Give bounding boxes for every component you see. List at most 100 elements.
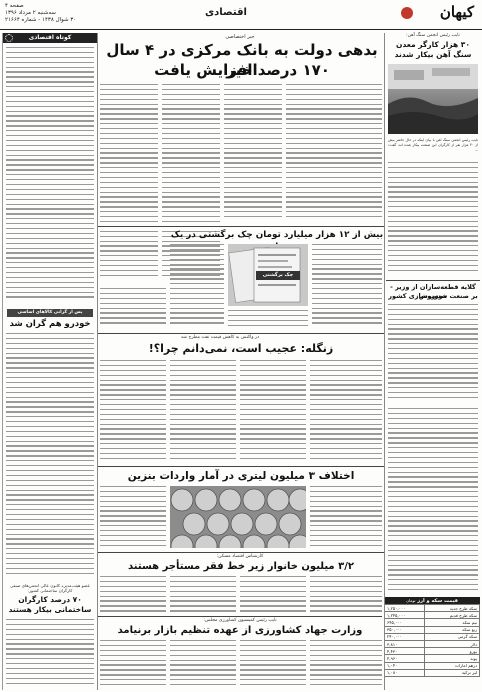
agri-col2 <box>170 640 236 690</box>
price-table-title-bar: قیمت سکه و ارز تومان <box>384 597 480 605</box>
lead-kicker: خبر اختصاصی <box>225 34 255 40</box>
cheque-article-col1 <box>312 244 382 330</box>
section-title: اقتصادی <box>205 7 247 18</box>
agri-col4 <box>310 640 382 690</box>
issue-date: صفحه ۴ سه‌شنبه ۲ مرداد ۱۳۹۶ ۳۰ شوال ۱۴۳۸… <box>5 3 76 24</box>
price-item-name: درهم امارات <box>423 661 481 670</box>
agri-col3 <box>240 640 306 690</box>
price-item-name: یورو <box>423 647 481 656</box>
lead-article-col1 <box>100 84 158 284</box>
masthead-logo: کیهان <box>439 3 474 21</box>
price-item-value: ۱,۲۴۵,۰۰۰ <box>384 611 425 620</box>
zaghnaleh-col2 <box>170 360 236 464</box>
zaghnaleh-kicker: در واکنش به کاهش قیمت نفت مطرح شد <box>180 335 260 340</box>
price-item-value: ۳۵۰,۰۰۰ <box>384 625 425 634</box>
zaghnaleh-top-rule <box>98 333 384 334</box>
issue-number: ۳۰ شوال ۱۴۳۸ - شماره ۲۱۶۶۴ <box>5 17 77 23</box>
agri-headline: وزارت جهاد کشاورزی از عهده تنظیم بازار ب… <box>117 625 363 636</box>
cheque-article-col2 <box>170 244 224 330</box>
left-column: کوتاه اقتصادی پس از گرانی کالاهای اساسی … <box>2 33 97 690</box>
workers-article-text <box>6 619 94 689</box>
zaghnaleh-headline: زنگله: عجیب است، نمی‌دانم چرا؟! <box>148 342 334 355</box>
agri-kicker: نایب رئیس کمیسیون کشاورزی مجلس: <box>203 618 277 623</box>
cheque-article-col3 <box>228 310 308 330</box>
column-rule-right <box>384 33 385 690</box>
lead-article-col1b <box>100 288 166 330</box>
price-table-title: قیمت سکه و ارز <box>417 598 458 604</box>
cars-headline: خودرو هم گران شد <box>9 319 91 329</box>
poverty-col2 <box>170 576 236 614</box>
iron-kicker: نایب رئیس انجمن سنگ آهن: <box>406 33 460 38</box>
logo-badge-icon <box>401 7 413 19</box>
iron-article-text <box>388 162 478 276</box>
oil-barrels-photo <box>170 486 306 548</box>
price-item-value: ۴,۴۳۰ <box>384 647 425 656</box>
parts-subhead: بر صنعت خودروسازی کشور <box>388 292 478 300</box>
cars-kicker-bar: پس از گرانی کالاهای اساسی <box>7 309 93 317</box>
price-item-name: پوند <box>423 654 481 663</box>
issue-date-line: سه‌شنبه ۲ مرداد ۱۳۹۶ <box>5 10 56 16</box>
right-mid-text <box>388 408 478 596</box>
masthead: کیهان اقتصادی صفحه ۴ سه‌شنبه ۲ مرداد ۱۳۹… <box>0 0 482 30</box>
column-rule-left <box>97 33 98 690</box>
agri-col1 <box>100 640 166 690</box>
cheque-top-rule <box>98 226 384 227</box>
short-news-text <box>6 47 94 305</box>
poverty-col4 <box>310 576 382 614</box>
price-item-value: ۱,۰۸۰ <box>384 668 425 677</box>
price-item-value: ۲۴۰,۰۰۰ <box>384 632 425 641</box>
cars-article-text <box>6 333 94 581</box>
price-item-value: ۶۴۵,۰۰۰ <box>384 618 425 627</box>
price-item-name: سکه طرح جدید <box>423 603 481 613</box>
price-table-unit: تومان <box>406 598 416 603</box>
page-number: صفحه ۴ <box>5 3 24 9</box>
poverty-col1 <box>100 576 166 614</box>
poverty-headline: ۳/۲ میلیون خانوار زیر خط فقر مستأجر هستن… <box>128 561 354 572</box>
cheque-photo-caption: چک برگشتی <box>256 271 300 280</box>
price-item-name: ربع سکه <box>423 625 481 634</box>
gasoline-headline: اختلاف ۳ میلیون لیتری در آمار واردات بنز… <box>127 470 355 482</box>
cheque-photo: چک برگشتی <box>228 244 308 306</box>
gasoline-top-rule <box>98 466 384 467</box>
short-news-box-title: کوتاه اقتصادی <box>3 33 97 43</box>
lead-headline-line2: ۱۷۰ درصد افزایش یافت <box>154 61 330 79</box>
gasoline-col1 <box>100 486 166 550</box>
agri-top-rule <box>98 616 382 617</box>
zaghnaleh-col3 <box>240 360 306 464</box>
iron-headline: ۳۰ هزار کارگر معدن سنگ آهن بیکار شدند <box>394 40 472 59</box>
workers-headline: ۷۰ درصد کارگران ساختمانی بیکار هستند <box>8 595 92 614</box>
price-item-value: ۳,۸۱۰ <box>384 639 425 649</box>
zaghnaleh-col1 <box>100 360 166 464</box>
gasoline-col2 <box>310 486 382 550</box>
price-item-value: ۱,۲۵۰,۰۰۰ <box>384 603 425 613</box>
poverty-col3 <box>240 576 306 614</box>
parts-article-text <box>388 304 478 404</box>
parts-headline: گلایه قطعه‌سازان از وزیر - ستونوش <box>390 283 476 300</box>
price-item-value: ۴,۹۶۰ <box>384 654 425 663</box>
price-item-name: سکه طرح قدیم <box>423 611 481 620</box>
iron-ore-photo <box>388 64 478 134</box>
lead-article-col3 <box>224 84 282 224</box>
price-item-name: لیر ترکیه <box>423 668 481 677</box>
parts-top-rule <box>386 280 480 281</box>
poverty-top-rule <box>98 552 384 553</box>
lead-article-col2 <box>162 84 220 284</box>
price-item-value: ۱,۰۴۰ <box>384 661 425 670</box>
lead-headline-line1: بدهی دولت به بانک مرکزی در ۴ سال اخیر <box>106 41 378 79</box>
price-item-name: دلار <box>423 639 481 649</box>
workers-kicker: عضو هیئت‌مدیره کانون عالی انجمن‌های صنفی… <box>10 583 90 593</box>
zaghnaleh-col4 <box>310 360 382 464</box>
price-item-name: نیم سکه <box>423 618 481 627</box>
gear-icon <box>5 34 13 42</box>
